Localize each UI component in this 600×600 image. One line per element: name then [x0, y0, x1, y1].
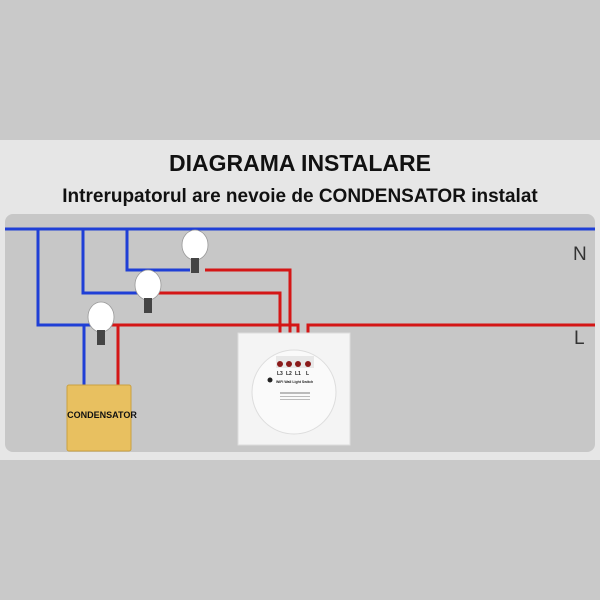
terminal-l2: L2 [286, 371, 292, 377]
diagram-title: DIAGRAMA INSTALARE [169, 150, 431, 176]
wall-switch [237, 332, 351, 446]
bulb-icon [181, 229, 209, 273]
terminal-l: L [306, 371, 310, 377]
neutral-wires [5, 227, 595, 386]
bulb-icon [134, 269, 162, 313]
diagram-subtitle: Intrerupatorul are nevoie de CONDENSATOR… [62, 186, 538, 207]
neutral-branch-1 [125, 229, 190, 272]
neutral-label: N [573, 244, 587, 265]
terminal-l1: L1 [295, 371, 301, 377]
switch-model-label: WiFi Wall Light Switch [276, 380, 314, 384]
terminal-l3: L3 [277, 371, 283, 377]
capacitor-icon [66, 384, 132, 452]
live-label: L [574, 328, 585, 349]
capacitor-label: CONDENSATOR [67, 410, 137, 420]
neutral-branch-2 [81, 229, 142, 295]
live-l3-wire [205, 268, 292, 360]
bulb-icon [87, 301, 115, 345]
neutral-branch-3 [36, 229, 95, 327]
